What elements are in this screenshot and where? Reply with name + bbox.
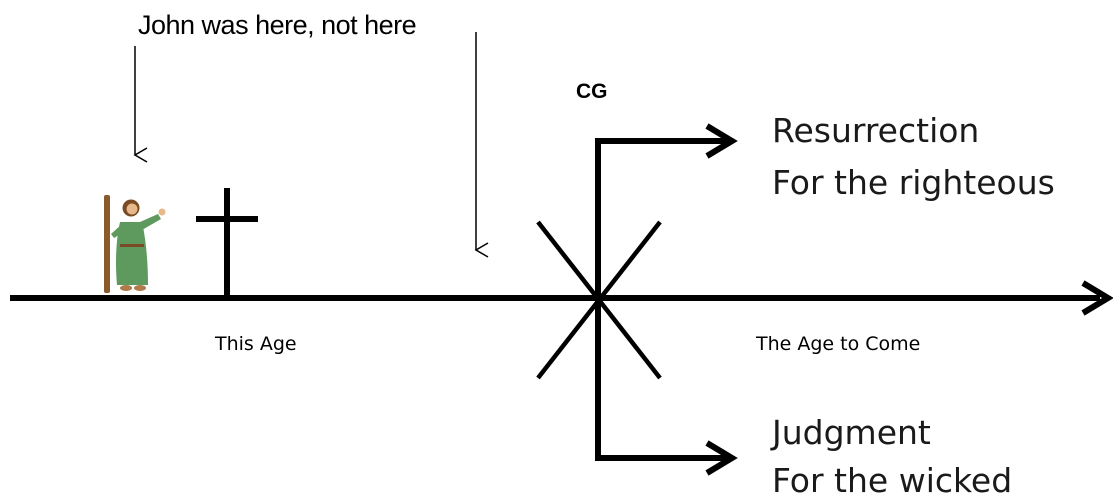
lower-outcome-line2: For the wicked [772, 461, 1012, 499]
upper-branch-arrowhead [705, 123, 738, 159]
cross-icon [196, 188, 258, 298]
upper-outcome-line2: For the righteous [772, 163, 1055, 202]
crossroads-label: CG [576, 80, 608, 103]
john-figure-icon [104, 195, 166, 293]
annotation-text: John was here, not here [138, 10, 416, 40]
upper-outcome-line1: Resurrection [772, 111, 979, 150]
age-to-come-label: The Age to Come [755, 333, 920, 355]
timeline-arrowhead [1081, 280, 1113, 316]
lower-outcome-line1: Judgment [770, 413, 931, 452]
lower-branch-arrowhead [705, 440, 738, 476]
this-age-label: This Age [214, 333, 297, 355]
